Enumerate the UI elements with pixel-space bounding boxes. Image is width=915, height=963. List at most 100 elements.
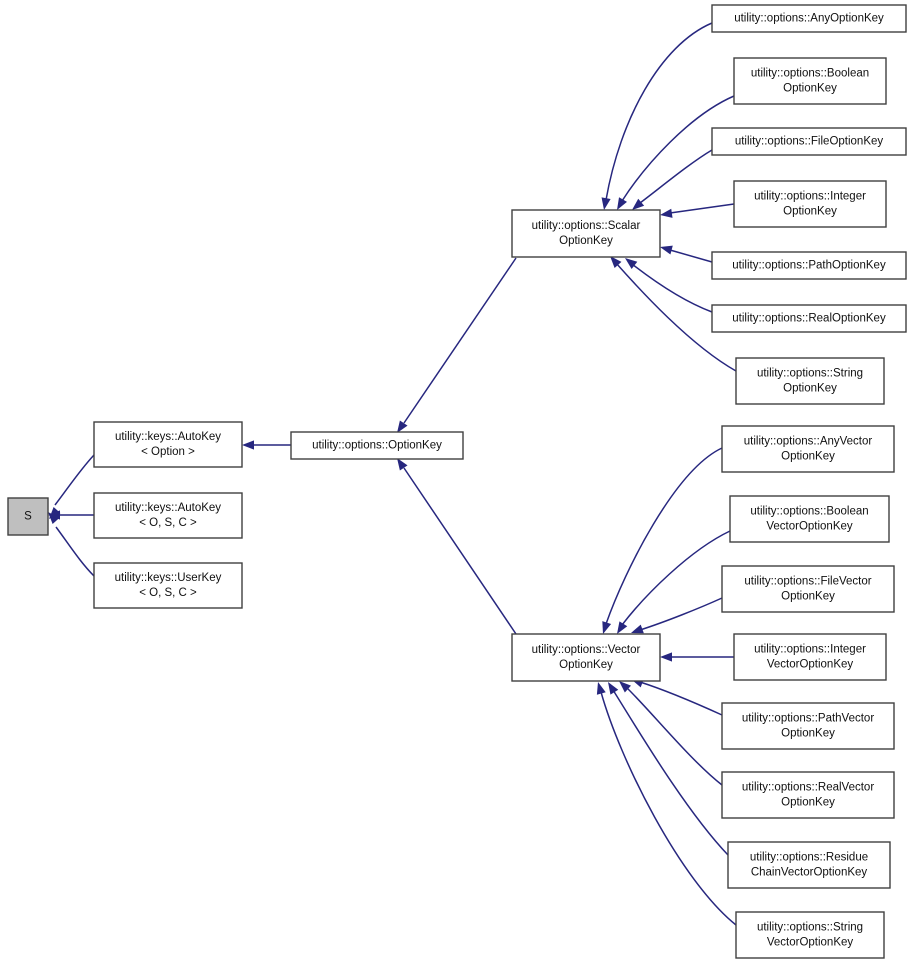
class-node-userkey-osc[interactable]: utility::keys::UserKey< O, S, C >	[93, 562, 243, 609]
class-node-box[interactable]	[711, 251, 907, 280]
class-node-box[interactable]	[733, 180, 887, 228]
class-node-label: utility::options::FileVector	[744, 576, 871, 588]
edge-arrowhead	[596, 682, 606, 695]
class-node-label: OptionKey	[559, 659, 613, 671]
class-node-label: utility::options::OptionKey	[312, 440, 442, 452]
class-node-autokey-osc[interactable]: utility::keys::AutoKey< O, S, C >	[93, 492, 243, 539]
edge-line	[615, 262, 737, 372]
inheritance-edge	[632, 149, 713, 210]
class-node-label: utility::options::RealOptionKey	[732, 313, 886, 325]
class-node-label: OptionKey	[783, 206, 837, 218]
inheritance-edge	[601, 22, 713, 210]
edge-line	[612, 689, 729, 856]
class-node-box[interactable]	[735, 911, 885, 959]
class-node-label: ChainVectorOptionKey	[751, 867, 868, 879]
class-node-residuechainvectoroptionkey[interactable]: utility::options::ResidueChainVectorOpti…	[727, 841, 891, 889]
edge-arrowhead	[242, 440, 254, 450]
edge-arrowhead	[660, 245, 673, 255]
edge-line	[54, 454, 95, 506]
class-node-box[interactable]	[733, 633, 887, 681]
inheritance-edge	[660, 652, 734, 662]
edge-arrowhead	[660, 652, 672, 662]
inheritance-edge	[610, 256, 737, 372]
class-node-label: utility::options::PathVector	[742, 713, 874, 725]
class-node-box[interactable]	[93, 562, 243, 609]
inheritance-edge	[596, 682, 737, 926]
class-node-label: utility::options::String	[757, 368, 863, 380]
class-node-box[interactable]	[511, 209, 661, 258]
edge-arrowhead	[631, 624, 644, 634]
class-node-label: utility::options::PathOptionKey	[732, 260, 886, 272]
class-node-box[interactable]	[93, 421, 243, 468]
class-node-label: utility::options::Scalar	[532, 220, 641, 232]
edge-line	[55, 526, 95, 577]
edge-arrowhead	[601, 197, 611, 210]
class-node-label: < Option >	[141, 446, 195, 458]
inheritance-edge	[397, 458, 517, 635]
class-node-fileoptionkey[interactable]: utility::options::FileOptionKey	[711, 127, 907, 156]
edge-arrowhead	[660, 208, 673, 218]
class-node-autokey-option[interactable]: utility::keys::AutoKey< Option >	[93, 421, 243, 468]
edge-line	[605, 447, 723, 625]
class-node-box[interactable]	[721, 565, 895, 613]
class-node-box[interactable]	[729, 495, 890, 543]
class-node-optionkey[interactable]: utility::options::OptionKey	[290, 431, 464, 460]
edge-arrowhead	[619, 681, 631, 693]
edge-line	[621, 95, 735, 202]
edge-arrowhead	[602, 621, 612, 634]
class-node-box[interactable]	[721, 771, 895, 819]
inheritance-edge	[660, 203, 735, 218]
class-node-box[interactable]	[727, 841, 891, 889]
edge-arrowhead	[397, 420, 408, 433]
class-node-label: utility::options::RealVector	[742, 782, 874, 794]
edge-arrowhead	[632, 198, 645, 210]
class-node-anyoptionkey[interactable]: utility::options::AnyOptionKey	[711, 4, 907, 33]
class-node-realoptionkey[interactable]: utility::options::RealOptionKey	[711, 304, 907, 333]
inheritance-edge	[617, 530, 731, 634]
class-node-box[interactable]	[93, 492, 243, 539]
edge-arrowhead	[617, 621, 628, 634]
class-node-box[interactable]	[290, 431, 464, 460]
class-node-s[interactable]: S	[7, 497, 49, 536]
class-node-label: utility::options::Boolean	[751, 68, 869, 80]
class-node-box[interactable]	[735, 357, 885, 405]
class-node-label: utility::options::FileOptionKey	[735, 136, 884, 148]
class-node-vectoroptionkey[interactable]: utility::options::VectorOptionKey	[511, 633, 661, 682]
class-node-box[interactable]	[733, 57, 887, 105]
class-node-label: OptionKey	[559, 235, 613, 247]
class-node-label: VectorOptionKey	[767, 659, 854, 671]
edge-line	[639, 597, 723, 631]
class-node-label: OptionKey	[781, 797, 835, 809]
edge-line	[403, 257, 517, 424]
edge-arrowhead	[49, 507, 61, 519]
class-node-box[interactable]	[7, 497, 49, 536]
class-node-box[interactable]	[711, 4, 907, 33]
edge-arrowhead	[625, 258, 638, 270]
inheritance-edge	[397, 257, 517, 433]
class-node-box[interactable]	[511, 633, 661, 682]
class-node-box[interactable]	[721, 425, 895, 473]
class-node-label: OptionKey	[783, 383, 837, 395]
edge-line	[639, 681, 723, 716]
class-node-label: OptionKey	[781, 451, 835, 463]
edge-line	[631, 263, 713, 313]
class-node-box[interactable]	[721, 702, 895, 750]
class-node-box[interactable]	[711, 304, 907, 333]
class-node-box[interactable]	[711, 127, 907, 156]
class-node-label: VectorOptionKey	[767, 937, 854, 949]
edge-line	[605, 22, 713, 201]
class-node-pathoptionkey[interactable]: utility::options::PathOptionKey	[711, 251, 907, 280]
